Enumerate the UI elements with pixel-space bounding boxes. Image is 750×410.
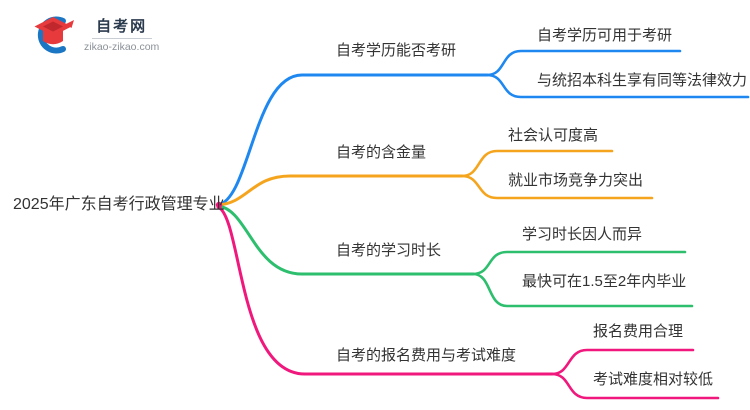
branch-4-child-1-line xyxy=(550,348,695,376)
logo-domain: zikao-zikao.com xyxy=(84,40,160,53)
branch-2-child-2-line xyxy=(460,174,654,200)
branch-1-label: 自考学历能否考研 xyxy=(336,42,457,59)
branch-3-child-1-line xyxy=(471,250,687,276)
branch-3-label: 自考的学习时长 xyxy=(336,242,442,259)
branch-3-child-2-line xyxy=(471,272,694,308)
root-node: 2025年广东自考行政管理专业 xyxy=(13,196,225,213)
branch-2-line xyxy=(216,174,464,207)
branch-1-child-2-label: 与统招本科生享有同等法律效力 xyxy=(537,72,748,89)
graduation-cap-icon xyxy=(34,16,74,54)
branch-4-line xyxy=(216,205,554,376)
branch-1-child-1-label: 自考学历可用于考研 xyxy=(537,27,673,44)
branch-2-label: 自考的含金量 xyxy=(336,144,427,161)
branch-4-child-2-line xyxy=(550,372,720,400)
branch-2-child-2-label: 就业市场竞争力突出 xyxy=(508,172,644,189)
branch-4-child-2-label: 考试难度相对较低 xyxy=(593,371,714,388)
logo-title: 自考网 xyxy=(96,17,148,35)
branch-4-label: 自考的报名费用与考试难度 xyxy=(336,347,517,364)
branch-3-child-2-label: 最快可在1.5至2年内毕业 xyxy=(522,273,687,290)
logo-wordmark: 自考网 zikao-zikao.com xyxy=(84,18,159,53)
logo-cap-base xyxy=(43,30,63,45)
branch-2-child-1-label: 社会认可度高 xyxy=(508,127,599,144)
branch-1-line xyxy=(216,73,489,207)
site-logo: 自考网 zikao-zikao.com xyxy=(30,13,159,57)
branch-1-child-1-line xyxy=(485,49,682,77)
logo-divider xyxy=(91,37,152,39)
branch-2-child-1-line xyxy=(460,149,614,178)
branch-1-child-2-line xyxy=(485,73,750,99)
branch-3-line xyxy=(216,204,475,276)
logo-arrow xyxy=(66,20,74,28)
branch-4-child-1-label: 报名费用合理 xyxy=(593,323,684,340)
branch-3-child-1-label: 学习时长因人而异 xyxy=(522,226,643,243)
logo-cap-board-inner xyxy=(43,21,63,32)
root-vertex-dot xyxy=(215,201,223,209)
